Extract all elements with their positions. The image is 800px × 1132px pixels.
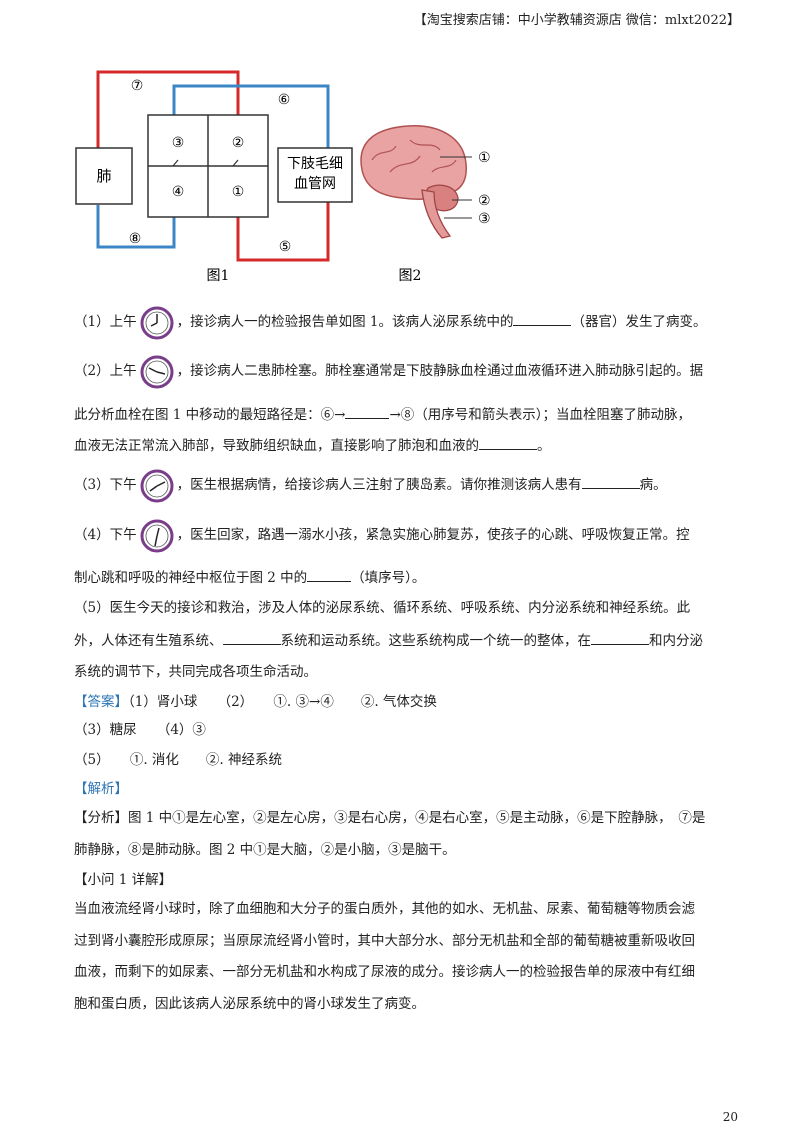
chamber-1: ① [232, 184, 245, 200]
figure-1-diagram: 肺 ③ ② ④ ① 下肢毛细 血管网 ⑦ ⑥ ⑧ ⑤ 图1 [75, 70, 353, 284]
q1-line: （1）上午，接诊病人一的检验报告单如图 1。该病人泌尿系统中的（器官）发生了病变… [74, 305, 744, 339]
q5-line-2: 外，人体还有生殖系统、系统和运动系统。这些系统构成一个统一的整体，在和内分泌 [74, 630, 744, 651]
lung-box [75, 147, 133, 205]
clock-icon [140, 355, 174, 388]
clock-icon [140, 306, 174, 339]
detail-line-1: 当血液流经肾小球时，除了血细胞和大分子的蛋白质外，其他的如水、无机盐、尿素、葡萄… [74, 901, 695, 917]
answer-tag: 【答案】 [74, 694, 128, 710]
detail-line-4: 胞和蛋白质，因此该病人泌尿系统中的肾小球发生了病变。 [74, 996, 425, 1012]
chamber-4: ④ [172, 184, 185, 200]
detail-line-3: 血液，而剩下的如尿素、一部分无机盐和水构成了尿液的成分。接诊病人一的检验报告单的… [74, 964, 695, 980]
analysis-fenxi-2: 肺静脉，⑧是肺动脉。图 2 中①是大脑，②是小脑，③是脑干。 [74, 842, 456, 858]
brain-label-2: ② [478, 193, 491, 209]
capillary-box [277, 147, 353, 203]
q2-line-2: 此分析血栓在图 1 中移动的最短路径是：⑥→→⑧（用序号和箭头表示）；当血栓阻塞… [74, 404, 744, 425]
chamber-2: ② [232, 135, 245, 151]
detail-line-2: 过到肾小囊腔形成原尿；当原尿流经肾小管时，其中大部分水、部分无机盐和全部的葡萄糖… [74, 933, 695, 949]
sub-question-title: 【小问 1 详解】 [74, 872, 173, 888]
q2-line-1: （2）上午，接诊病人二患肺栓塞。肺栓塞通常是下肢静脉血栓通过血液循环进入肺动脉引… [74, 354, 744, 388]
figures: 肺 ③ ② ④ ① 下肢毛细 血管网 ⑦ ⑥ ⑧ ⑤ 图1 ① ② ③ 图2 [75, 70, 491, 284]
brainstem-shape [421, 189, 452, 239]
q5-line-3: 系统的调节下，共同完成各项生命活动。 [74, 664, 317, 680]
clock-icon [140, 519, 174, 552]
vessel-8-path [96, 205, 176, 249]
lung-label: 肺 [96, 167, 111, 185]
vessel-5-label: ⑤ [279, 239, 292, 255]
q2-line-3: 血液无法正常流入肺部，导致肺组织缺血，直接影响了肺泡和血液的。 [74, 435, 744, 456]
page-header: 【淘宝搜索店铺：中小学教辅资源店 微信：mlxt2022】 [413, 13, 740, 28]
q4-line-2: 制心跳和呼吸的神经中枢位于图 2 中的（填序号）。 [74, 567, 744, 588]
page-number: 20 [722, 1110, 738, 1124]
q3-line: （3）下午，医生根据病情，给接诊病人三注射了胰岛素。请你推测该病人患有病。 [74, 468, 744, 502]
brain-label-1: ① [478, 150, 491, 166]
chamber-3: ③ [172, 135, 185, 151]
capillary-label-2: 血管网 [294, 176, 336, 192]
q5-line-1: （5）医生今天的接诊和救治，涉及人体的泌尿系统、循环系统、呼吸系统、内分泌系统和… [74, 600, 691, 616]
vessel-6-label: ⑥ [278, 92, 291, 108]
figure-2-brain: ① ② ③ 图2 [360, 125, 491, 284]
vessel-8-label: ⑧ [129, 231, 142, 247]
vessel-7-label: ⑦ [131, 78, 144, 94]
brain-label-3: ③ [478, 211, 491, 227]
answer-line-3: （5） ①. 消化 ②. 神经系统 [74, 752, 283, 768]
clock-icon [140, 469, 174, 502]
vessel-6-path [172, 84, 330, 148]
figure-2-caption: 图2 [399, 268, 422, 284]
figure-1-caption: 图1 [207, 268, 230, 284]
answer-line-2: （3）糖尿 （4）③ [74, 722, 206, 738]
answer-line-1: 【答案】（1）肾小球 （2） ①. ③→④ ②. 气体交换 [74, 694, 437, 710]
vessel-7-path [96, 70, 240, 148]
q4-line-1: （4）下午，医生回家，路遇一溺水小孩，紧急实施心肺复苏，使孩子的心跳、呼吸恢复正… [74, 518, 744, 552]
analysis-tag: 【解析】 [74, 781, 128, 797]
capillary-label-1: 下肢毛细 [287, 156, 343, 172]
vessel-5-path [236, 202, 330, 262]
analysis-fenxi-1: 【分析】图 1 中①是左心室，②是左心房，③是右心房，④是右心室，⑤是主动脉，⑥… [74, 810, 706, 826]
cerebrum-shape [360, 125, 467, 200]
